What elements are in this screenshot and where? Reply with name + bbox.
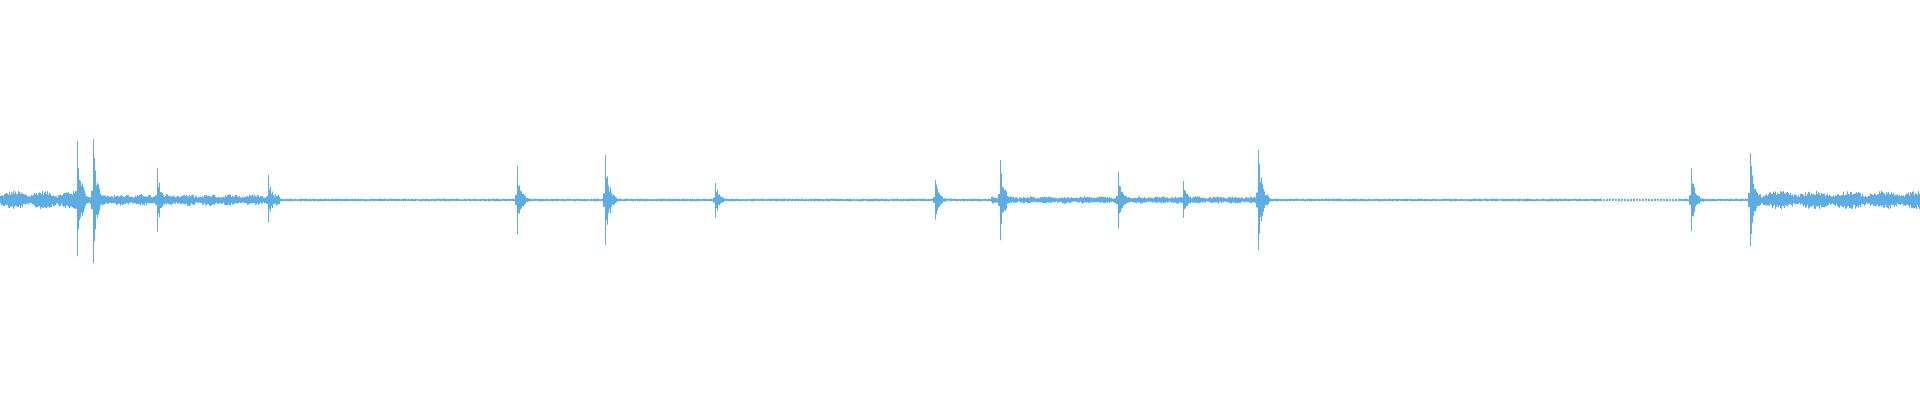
waveform-trace [0,139,1920,264]
